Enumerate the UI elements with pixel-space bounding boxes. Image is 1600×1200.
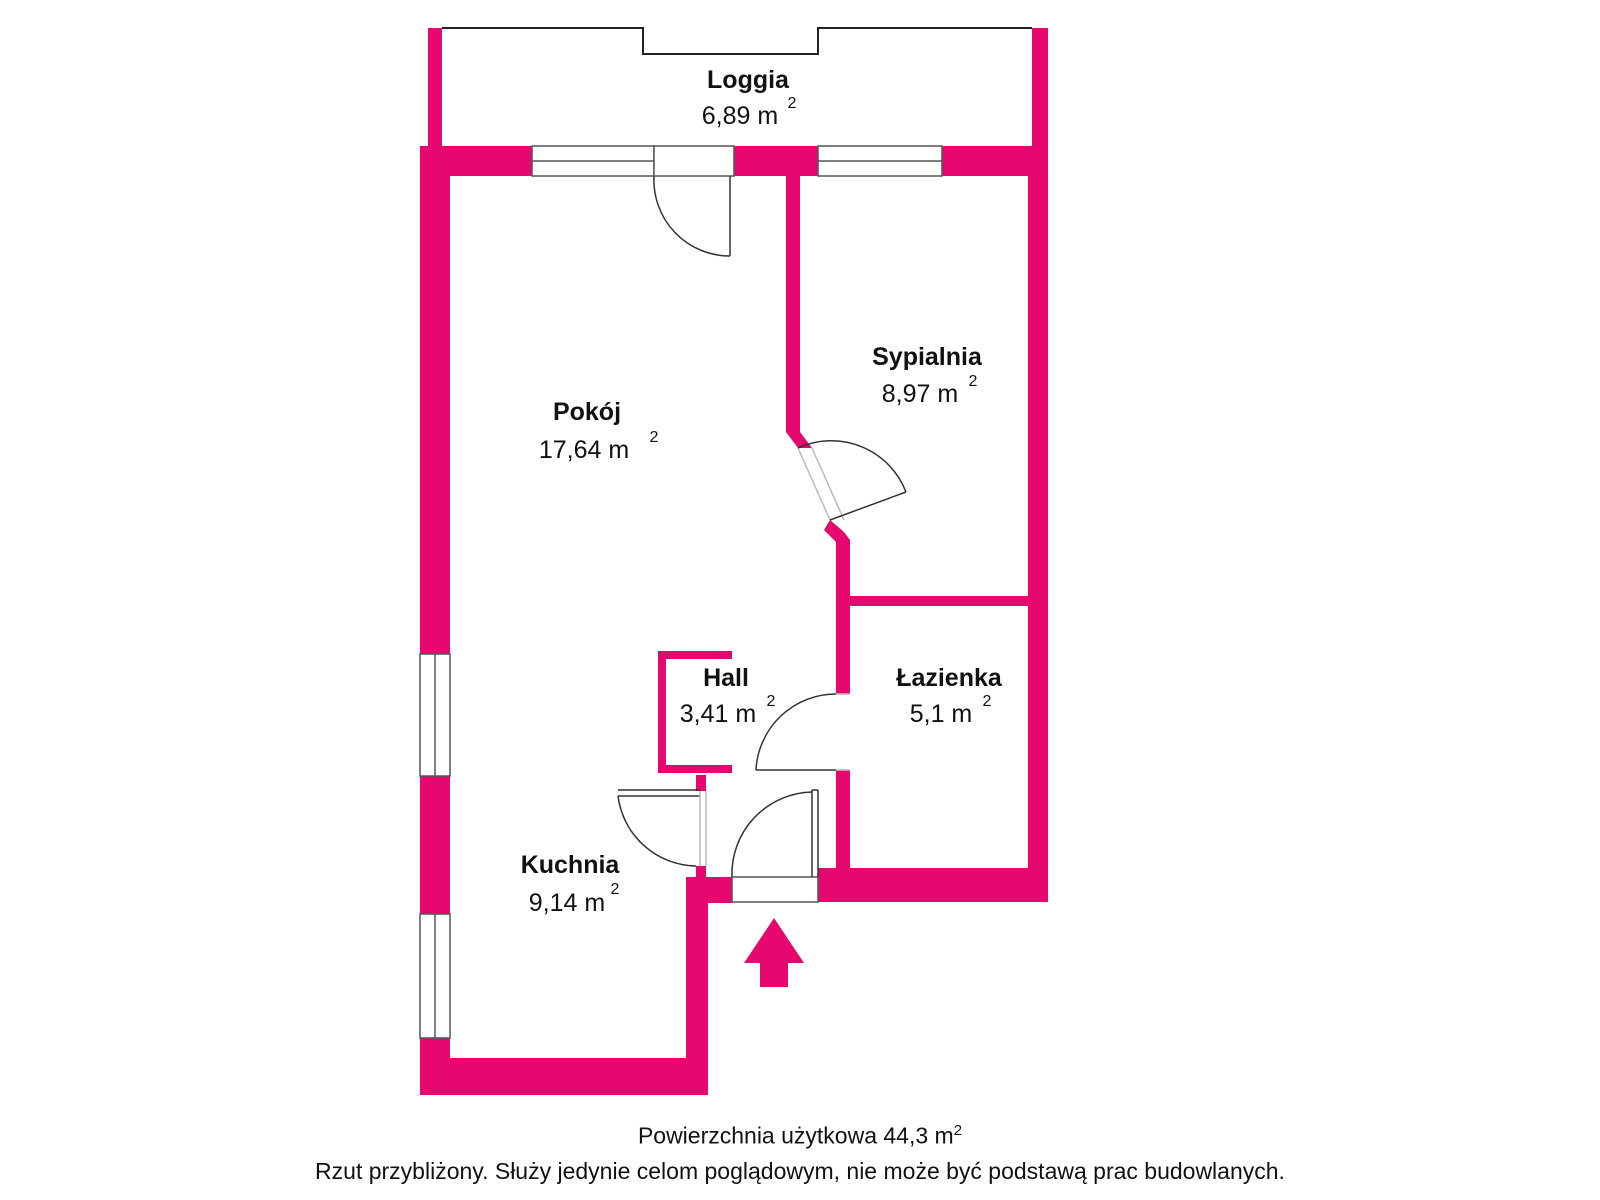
total-area-caption: Powierzchnia użytkowa 44,3 m2 xyxy=(0,1122,1600,1150)
room-name-kuchnia: Kuchnia xyxy=(521,851,621,879)
room-area-sup-sypialnia: 2 xyxy=(969,373,978,390)
room-labels: Loggia 6,89 m 2 Pokój 17,64 m 2 Sypialni… xyxy=(521,66,1003,917)
disclaimer-caption: Rzut przybliżony. Służy jedynie celom po… xyxy=(315,1158,1285,1184)
wall-kitchen-hall-2 xyxy=(696,866,706,880)
entrance-arrow-icon xyxy=(744,918,804,987)
walls xyxy=(420,28,1048,1095)
loggia-outline xyxy=(442,27,1032,55)
room-name-lazienka: Łazienka xyxy=(896,664,1003,692)
room-area-sypialnia: 8,97 m xyxy=(882,380,958,408)
wall-bath-bottom xyxy=(818,868,1048,902)
room-area-sup-hall: 2 xyxy=(767,693,776,710)
room-name-hall: Hall xyxy=(703,664,749,692)
wall-kitchen-hall-1 xyxy=(696,775,706,791)
wall-hall-closet-left xyxy=(658,651,666,773)
wall-bath-left-2 xyxy=(836,770,850,902)
room-area-sup-lazienka: 2 xyxy=(983,693,992,710)
wall-left-2 xyxy=(420,776,450,914)
wall-kitchen-bottom xyxy=(420,1058,708,1095)
wall-right xyxy=(1028,146,1048,902)
wall-bedroom-partition xyxy=(786,176,812,448)
wall-loggia-right xyxy=(1032,28,1048,146)
wall-loggia-left xyxy=(428,28,442,146)
room-area-pokoj: 17,64 m xyxy=(539,436,629,464)
room-area-kuchnia: 9,14 m xyxy=(529,889,605,917)
wall-bath-left-1 xyxy=(836,606,850,694)
wall-bedroom-bath xyxy=(836,596,1028,606)
room-area-lazienka: 5,1 m xyxy=(910,700,973,728)
wall-hall-closet-bottom xyxy=(658,765,732,773)
room-area-sup-loggia: 2 xyxy=(788,95,797,112)
wall-hall-closet-top xyxy=(658,651,732,659)
room-area-sup-pokoj: 2 xyxy=(650,429,659,446)
door-loggia-frame xyxy=(653,145,735,177)
total-area-sup: 2 xyxy=(953,1122,963,1139)
total-area-text: Powierzchnia użytkowa 44,3 m xyxy=(637,1122,954,1149)
room-area-loggia: 6,89 m xyxy=(702,102,778,130)
room-name-loggia: Loggia xyxy=(707,66,790,94)
room-name-pokoj: Pokój xyxy=(553,398,621,426)
wall-bedroom-partition-lower xyxy=(824,520,850,612)
wall-left-1 xyxy=(420,146,450,654)
room-area-sup-kuchnia: 2 xyxy=(611,881,620,898)
wall-top-2 xyxy=(734,146,818,176)
wall-kitchen-right-top xyxy=(686,877,732,903)
windows xyxy=(419,145,943,1039)
room-name-sypialnia: Sypialnia xyxy=(872,343,983,371)
door-entrance-frame xyxy=(731,876,819,903)
doors xyxy=(617,145,907,903)
wall-kitchen-right xyxy=(686,888,708,1095)
room-area-hall: 3,41 m xyxy=(680,700,756,728)
